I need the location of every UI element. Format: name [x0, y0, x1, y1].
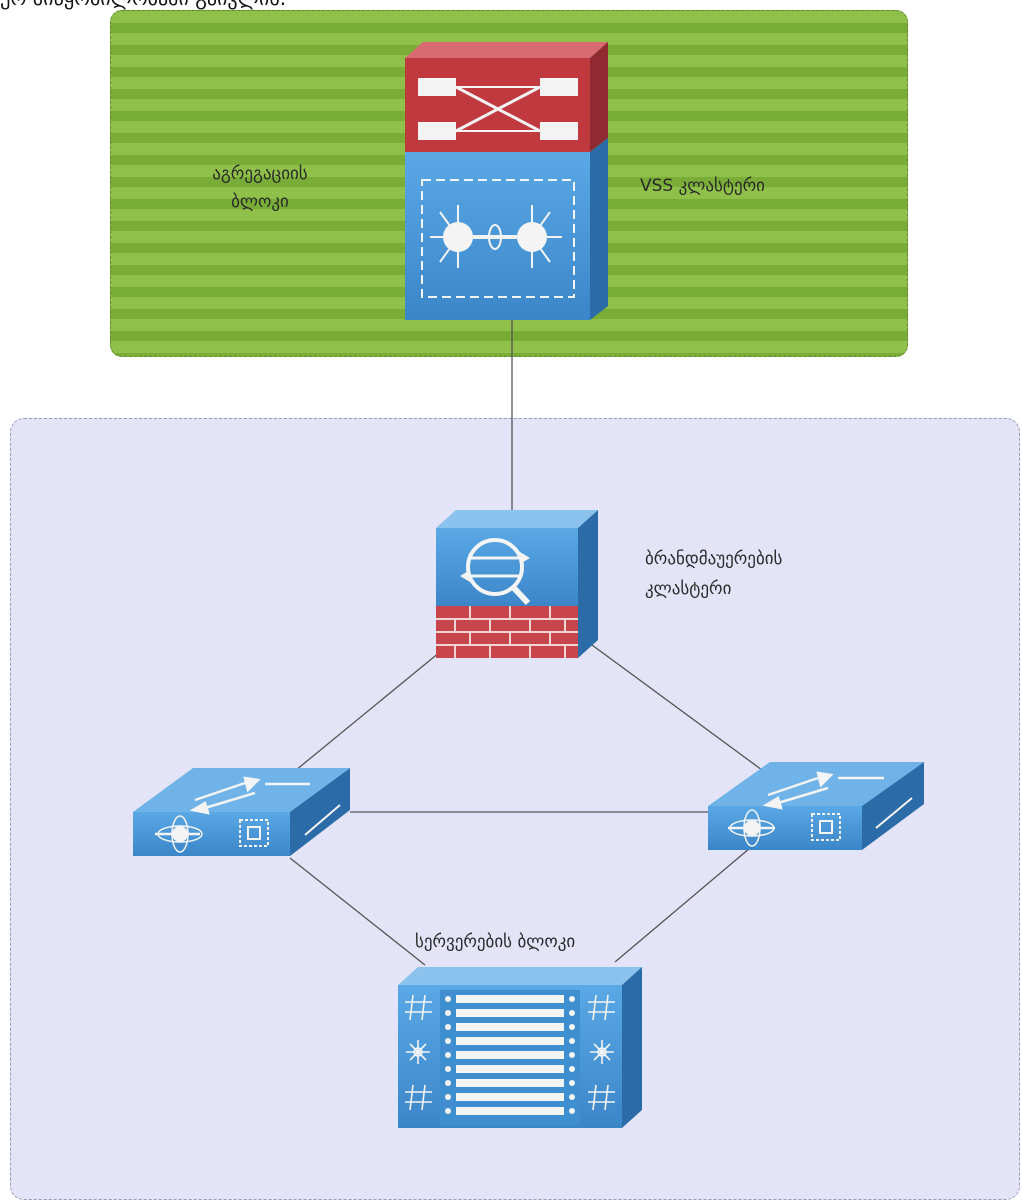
firewall-cluster-label-line1: ბრანდმაუერების	[645, 549, 783, 569]
server-rack-icon	[398, 967, 642, 1128]
firewall-icon	[436, 510, 598, 658]
aggregation-block-label-line1: აგრეგაციის	[212, 164, 308, 184]
links	[289, 318, 763, 966]
server-block-label: სერვერების ბლოკი	[415, 932, 576, 952]
aggregation-block-label: აგრეგაციის ბლოკი	[185, 160, 335, 216]
link-right-switch-to-server	[614, 847, 751, 963]
top-caption: ურ მიწყობილობაში გაივლის.	[0, 0, 286, 10]
aggregation-block-label-line2: ბლოკი	[231, 192, 289, 212]
left-switch-icon	[133, 768, 350, 856]
vss-switch-icon	[405, 42, 608, 320]
right-switch-icon	[708, 762, 924, 850]
vss-cluster-label: VSS კლასტერი	[640, 176, 765, 196]
firewall-cluster-label-line2: კლასტერი	[645, 579, 732, 599]
link-firewall-to-left-switch	[289, 651, 441, 776]
link-left-switch-to-server	[289, 857, 426, 966]
firewall-cluster-label: ბრანდმაუერების კლასტერი	[645, 544, 782, 604]
link-firewall-to-right-switch	[591, 644, 763, 771]
